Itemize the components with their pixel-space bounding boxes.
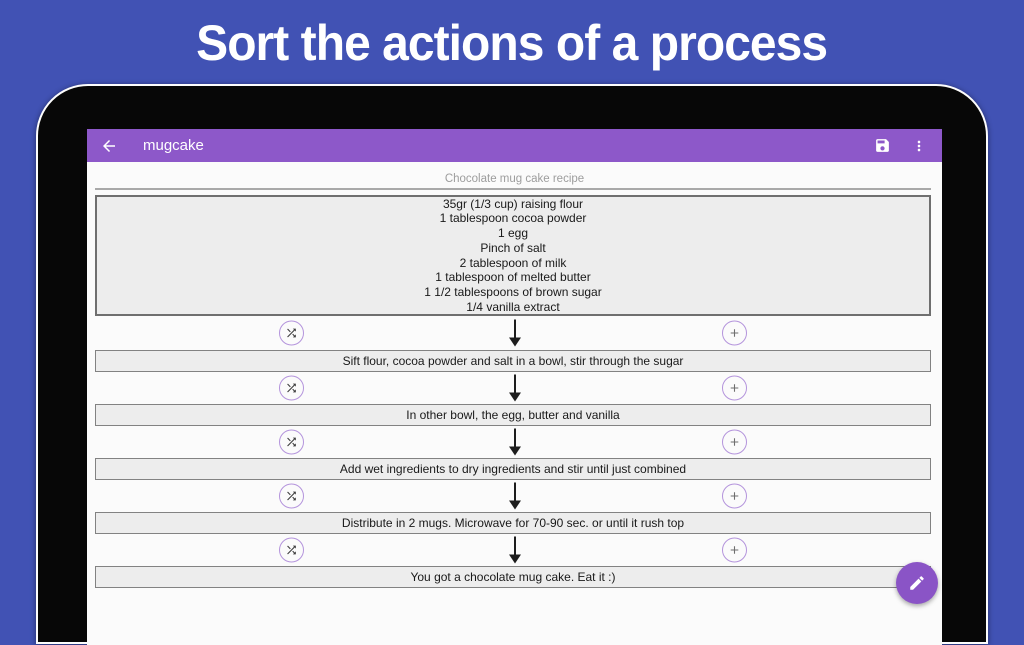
swap-steps-button[interactable] bbox=[279, 483, 304, 509]
save-button[interactable] bbox=[874, 137, 891, 154]
swap-steps-button[interactable] bbox=[279, 429, 304, 455]
step-connector bbox=[87, 372, 942, 404]
down-arrow-icon bbox=[503, 482, 527, 510]
add-step-button[interactable] bbox=[722, 429, 747, 455]
recipe-title: Chocolate mug cake recipe bbox=[444, 173, 585, 185]
steps-list: Sift flour, cocoa powder and salt in a b… bbox=[87, 316, 942, 588]
recipe-content: Chocolate mug cake recipe 35gr (1/3 cup)… bbox=[87, 173, 942, 588]
shuffle-icon bbox=[287, 383, 296, 393]
down-arrow-icon bbox=[503, 374, 527, 402]
tablet-frame: mugcake Chocolate mug cake recipe 35gr (… bbox=[36, 84, 988, 645]
ingredient-line: 1/4 vanilla extract bbox=[466, 299, 560, 314]
ingredient-line: 1 egg bbox=[497, 226, 529, 241]
ingredient-line: 1 1/2 tablespoons of brown sugar bbox=[424, 284, 602, 299]
shuffle-icon bbox=[287, 491, 296, 501]
swap-steps-button[interactable] bbox=[279, 375, 304, 401]
plus-icon bbox=[730, 438, 739, 446]
ingredient-line: 1 tablespoon cocoa powder bbox=[439, 211, 587, 226]
title-divider bbox=[95, 188, 931, 190]
banner-title: Sort the actions of a process bbox=[196, 15, 829, 71]
swap-steps-button[interactable] bbox=[279, 320, 304, 346]
step-connector bbox=[87, 426, 942, 458]
add-step-button[interactable] bbox=[722, 375, 747, 401]
app-toolbar: mugcake bbox=[87, 129, 942, 162]
toolbar-title: mugcake bbox=[143, 137, 204, 154]
overflow-menu-button[interactable] bbox=[911, 138, 927, 154]
plus-icon bbox=[730, 546, 739, 554]
step-box[interactable]: Add wet ingredients to dry ingredients a… bbox=[95, 458, 931, 480]
ingredient-line: 35gr (1/3 cup) raising flour bbox=[442, 196, 584, 211]
overflow-menu-icon bbox=[917, 140, 921, 151]
add-step-button[interactable] bbox=[722, 537, 747, 563]
step-box[interactable]: In other bowl, the egg, butter and vanil… bbox=[95, 404, 931, 426]
step-box[interactable]: You got a chocolate mug cake. Eat it :) bbox=[95, 566, 931, 588]
ingredient-line: 2 tablespoon of milk bbox=[459, 255, 567, 270]
down-arrow-icon bbox=[503, 428, 527, 456]
step-box[interactable]: Sift flour, cocoa powder and salt in a b… bbox=[95, 350, 931, 372]
swap-steps-button[interactable] bbox=[279, 537, 304, 563]
plus-icon bbox=[730, 329, 739, 337]
down-arrow-icon bbox=[503, 319, 527, 347]
shuffle-icon bbox=[287, 328, 296, 338]
add-step-button[interactable] bbox=[722, 483, 747, 509]
save-icon bbox=[876, 139, 889, 152]
plus-icon bbox=[730, 492, 739, 500]
step-box[interactable]: Distribute in 2 mugs. Microwave for 70-9… bbox=[95, 512, 931, 534]
banner: Sort the actions of a process bbox=[0, 0, 1024, 86]
down-arrow-icon bbox=[503, 536, 527, 564]
back-arrow-icon bbox=[103, 139, 115, 152]
step-connector bbox=[87, 480, 942, 512]
ingredient-line: Pinch of salt bbox=[480, 240, 546, 255]
step-connector bbox=[87, 534, 942, 566]
add-step-button[interactable] bbox=[722, 320, 747, 346]
plus-icon bbox=[730, 384, 739, 392]
shuffle-icon bbox=[287, 437, 296, 447]
shuffle-icon bbox=[287, 545, 296, 555]
step-connector bbox=[87, 316, 942, 350]
edit-fab[interactable] bbox=[896, 562, 938, 604]
pencil-icon bbox=[910, 576, 924, 590]
app-screen: mugcake Chocolate mug cake recipe 35gr (… bbox=[87, 129, 942, 645]
back-button[interactable] bbox=[100, 137, 118, 155]
ingredient-line: 1 tablespoon of melted butter bbox=[435, 270, 591, 285]
